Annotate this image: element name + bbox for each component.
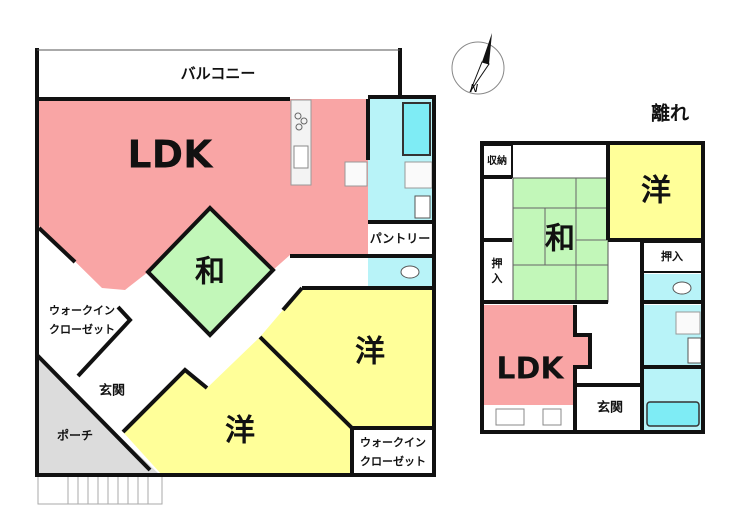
washitsu-label: 和: [195, 255, 225, 290]
annex-building: 離れ 収納 和 洋 押入 押 入 LDK 玄関: [480, 102, 705, 434]
annex-toilet-icon: [672, 281, 692, 295]
youshitsu-right-label: 洋: [355, 335, 385, 370]
pantry-label: パントリー: [370, 232, 431, 246]
youshitsu-right-room: [260, 288, 433, 428]
wic-left-label-1: ウォークイン: [49, 304, 115, 317]
wic-right: [352, 428, 433, 475]
toilet-room: [368, 257, 433, 286]
annex-ldk: [483, 305, 590, 405]
wic-right-label-1: ウォークイン: [360, 436, 426, 449]
annex-youshitsu: [610, 145, 703, 238]
porch: [37, 355, 160, 475]
main-building: バルコニー LDK 和 パントリー 洋 ウォークイン クローゼット 洋 ウォーク…: [35, 48, 436, 505]
wash-basin: [414, 195, 431, 219]
annex-closet-left-label-1: 押: [492, 256, 503, 270]
annex-title: 離れ: [651, 102, 689, 125]
annex-bathtub: [646, 401, 700, 427]
annex-ldk-label: LDK: [496, 352, 565, 387]
balcony: [37, 48, 400, 97]
washitsu-room: [145, 205, 276, 338]
ldk-label: LDK: [127, 133, 214, 177]
youshitsu-bottom-label: 洋: [225, 414, 255, 449]
wic-left-label-2: クローゼット: [49, 322, 115, 336]
toilet-icon: [400, 265, 420, 279]
annex-closet-right-label: 押入: [661, 249, 683, 263]
wic-right-label-2: クローゼット: [360, 454, 426, 468]
kitchen-counter: [290, 99, 312, 186]
entrance-label: 玄関: [99, 383, 125, 399]
bathtub: [402, 102, 431, 156]
annex-washitsu-label: 和: [545, 222, 575, 257]
pantry: [368, 222, 433, 255]
compass-icon: N: [451, 33, 505, 95]
porch-label: ポーチ: [57, 428, 93, 443]
annex-entrance-label: 玄関: [597, 400, 623, 416]
annex-youshitsu-label: 洋: [641, 174, 671, 209]
balcony-label: バルコニー: [181, 65, 256, 83]
annex-closet-left-label-2: 入: [492, 272, 503, 285]
ldk-room: [39, 99, 368, 290]
stairs: [37, 475, 163, 505]
compass-north-label: N: [470, 82, 478, 95]
kitchen-sink: [293, 145, 309, 169]
annex-storage-label: 収納: [487, 154, 507, 167]
